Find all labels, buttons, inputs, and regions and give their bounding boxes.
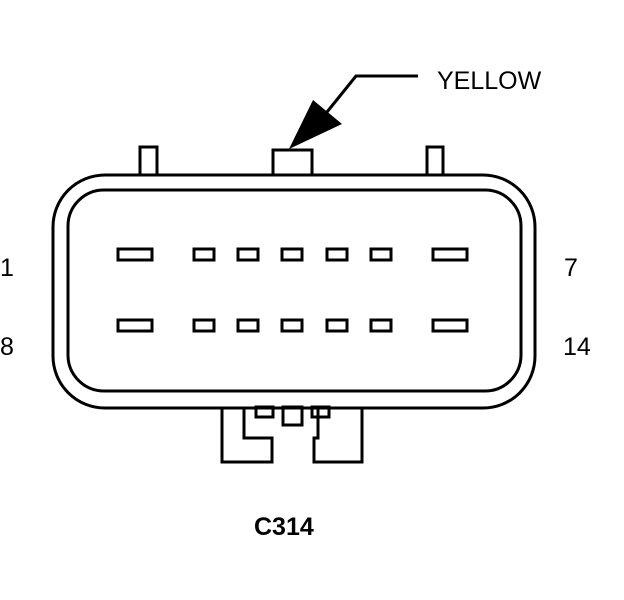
pin-cavities — [116, 247, 469, 333]
pin-label-top-right: 7 — [564, 254, 578, 282]
bottom-latch — [220, 408, 364, 464]
center-key-tab — [271, 148, 314, 176]
callout-leader-line — [325, 74, 418, 113]
pin-cavity-7 — [431, 247, 469, 262]
bottom-latch-slot-left — [254, 405, 275, 419]
connector-housing-inner — [66, 188, 523, 393]
pin-cavity-13 — [369, 318, 393, 333]
right-latch-tab — [425, 145, 445, 176]
pin-cavity-4 — [280, 247, 304, 262]
pin-cavity-11 — [280, 318, 304, 333]
pin-label-bottom-left: 8 — [0, 333, 14, 361]
pin-cavity-9 — [192, 318, 216, 333]
pin-cavity-14 — [431, 318, 469, 333]
color-callout-label: YELLOW — [437, 67, 542, 95]
pin-label-bottom-right: 14 — [563, 333, 591, 361]
pin-cavity-2 — [192, 247, 216, 262]
pin-cavity-10 — [236, 318, 260, 333]
pin-cavity-6 — [369, 247, 393, 262]
pin-label-top-left: 1 — [0, 254, 14, 282]
connector-housing-outer — [51, 173, 537, 410]
callout-arrowhead — [289, 100, 342, 149]
pin-cavity-8 — [116, 318, 154, 333]
pin-cavity-1 — [116, 247, 154, 262]
pin-cavity-3 — [236, 247, 260, 262]
bottom-latch-slot-right — [310, 405, 331, 419]
left-latch-tab — [138, 145, 159, 176]
pin-cavity-12 — [325, 318, 349, 333]
bottom-latch-slot-center — [281, 405, 304, 427]
connector-id-label: C314 — [254, 513, 314, 541]
pin-cavity-5 — [325, 247, 349, 262]
